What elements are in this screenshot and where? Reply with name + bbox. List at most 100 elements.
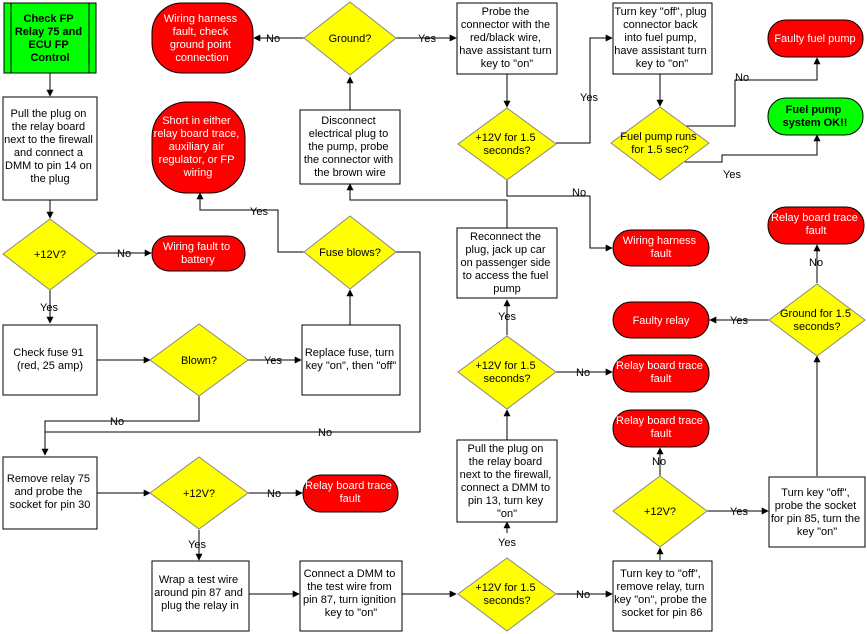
label-yes: Yes [730,315,748,327]
fault-wiring-harness: Wiring harness fault [612,229,710,267]
edge-fuseblows-short [196,192,305,253]
fault-relay-trace-low: Relay board trace fault [612,409,710,448]
label-yes: Yes [580,92,598,104]
node-text: Turn key "off", probe the socket for pin… [771,487,863,538]
node-text: Turn key "off", plug connector back into… [614,6,709,70]
node-text: Fuel pump system OK!! [783,104,848,129]
decision-fuse-blows: Fuse blows? [303,215,397,290]
node-text: Wiring fault to battery [163,241,233,266]
edge-pump-faulty [685,57,821,127]
node-text: Wiring harness fault [623,235,699,260]
node-disconnect-plug: Disconnect electrical plug to the pump, … [299,109,401,185]
node-text: +12V? [644,506,676,518]
label-no: No [266,33,280,45]
node-text: Connect a DMM to the test wire from pin … [303,568,399,619]
node-text: +12V for 1.5 seconds? [475,360,538,385]
edge-dtop-harness [506,180,613,252]
edge-pump-ok [685,134,821,163]
decision-ground-15: Ground for 1.5 seconds? [768,283,866,357]
label-yes: Yes [250,206,268,218]
node-text: Pull the plug on the relay board next to… [4,108,96,185]
node-text: Turn key to "off", remove relay, turn ke… [614,568,710,619]
node-turn-key-off-plug: Turn key "off", plug connector back into… [612,2,713,75]
node-text: Relay board trace fault [771,212,861,237]
node-text: Relay board trace fault [305,480,395,505]
fault-wiring-battery: Wiring fault to battery [151,235,246,272]
node-text: Replace fuse, turn key "on", then "off" [305,347,397,372]
start-box [3,2,97,74]
label-no: No [110,416,124,428]
decision-12v-2: +12V? [149,456,249,530]
decision-12v-15-top: +12V for 1.5 seconds? [457,107,557,181]
node-text: Remove relay 75 and probe the socket for… [7,473,93,511]
label-yes: Yes [498,311,516,323]
label-no: No [735,72,749,84]
label-no: No [267,488,281,500]
label-no: No [576,589,590,601]
node-text: Relay board trace fault [616,360,706,385]
label-yes: Yes [723,169,741,181]
node-check-fuse: Check fuse 91 (red, 25 amp) [2,324,98,396]
decision-pump-runs: Fuel pump runs for 1.5 sec? [610,106,710,181]
label-yes: Yes [498,537,516,549]
decision-12v-15-bottom: +12V for 1.5 seconds? [457,557,557,632]
fault-relay-trace-left: Relay board trace fault [302,474,399,513]
label-yes: Yes [418,33,436,45]
node-text: Blown? [181,355,217,367]
node-probe-connector: Probe the connector with the red/black w… [456,2,558,75]
node-text: Fuse blows? [319,247,381,259]
node-remove-relay: Remove relay 75 and probe the socket for… [2,456,98,530]
node-start: Check FP Relay 75 and ECU FP Control [3,2,97,74]
edge-blown-remove [41,396,200,456]
fault-faulty-relay: Faulty relay [612,301,710,339]
decision-12v-3: +12V? [612,475,708,548]
decision-ground: Ground? [303,1,397,76]
node-text: Disconnect electrical plug to the pump, … [304,115,396,179]
node-text: Probe the connector with the red/black w… [459,6,554,70]
node-pull-plug-pin14: Pull the plug on the relay board next to… [2,96,98,201]
decision-12v-1: +12V? [2,218,98,291]
connectors [41,34,821,598]
node-text: Faulty fuel pump [774,33,855,45]
node-text: Wiring harness fault, check ground point… [164,13,240,64]
fault-short-relay: Short in either relay board trace, auxil… [151,101,246,194]
decision-blown: Blown? [149,323,249,397]
node-connect-dmm-87: Connect a DMM to the test wire from pin … [299,560,403,632]
label-yes: Yes [40,302,58,314]
label-yes: Yes [188,539,206,551]
fault-relay-trace-mid: Relay board trace fault [612,354,710,393]
node-wrap-wire: Wrap a test wire around pin 87 and plug … [151,560,250,632]
node-replace-fuse: Replace fuse, turn key "on", then "off" [301,324,401,396]
label-no: No [117,248,131,260]
label-no: No [572,187,586,199]
node-text: +12V for 1.5 seconds? [475,132,538,157]
node-text: +12V? [34,249,66,261]
node-text: Reconnect the plug, jack up car on passe… [461,231,554,295]
node-text: Check fuse 91 (red, 25 amp) [13,347,86,372]
label-yes: Yes [264,355,282,367]
node-text: +12V? [183,488,215,500]
label-yes: Yes [730,506,748,518]
node-pull-plug-pin13: Pull the plug on the relay board next to… [456,439,558,523]
node-text: Ground? [329,33,372,45]
node-text: Short in either relay board trace, auxil… [154,115,243,179]
label-no: No [652,456,666,468]
node-text: Relay board trace fault [616,415,706,440]
node-turn-key-off-85: Turn key "off", probe the socket for pin… [768,476,866,548]
node-text: Wrap a test wire around pin 87 and plug … [154,574,246,612]
node-pump-ok: Fuel pump system OK!! [767,97,864,136]
node-text: +12V for 1.5 seconds? [475,582,538,607]
fault-wiring-harness-ground: Wiring harness fault, check ground point… [151,2,254,74]
label-no: No [576,367,590,379]
fault-faulty-pump: Faulty fuel pump [767,19,864,58]
edge-labels: No Yes Yes No No Yes No Yes Yes No No Ye… [40,33,823,601]
node-turn-key-off-86: Turn key to "off", remove relay, turn ke… [612,560,713,632]
node-reconnect-plug: Reconnect the plug, jack up car on passe… [456,227,558,299]
node-text: Fuel pump runs for 1.5 sec? [620,131,700,156]
edge-dtop-turnkey [556,34,613,144]
decision-12v-15-mid: +12V for 1.5 seconds? [457,335,557,410]
node-text: Faulty relay [633,315,690,327]
fault-relay-trace-top: Relay board trace fault [767,206,865,245]
node-text: Ground for 1.5 seconds? [780,308,854,333]
